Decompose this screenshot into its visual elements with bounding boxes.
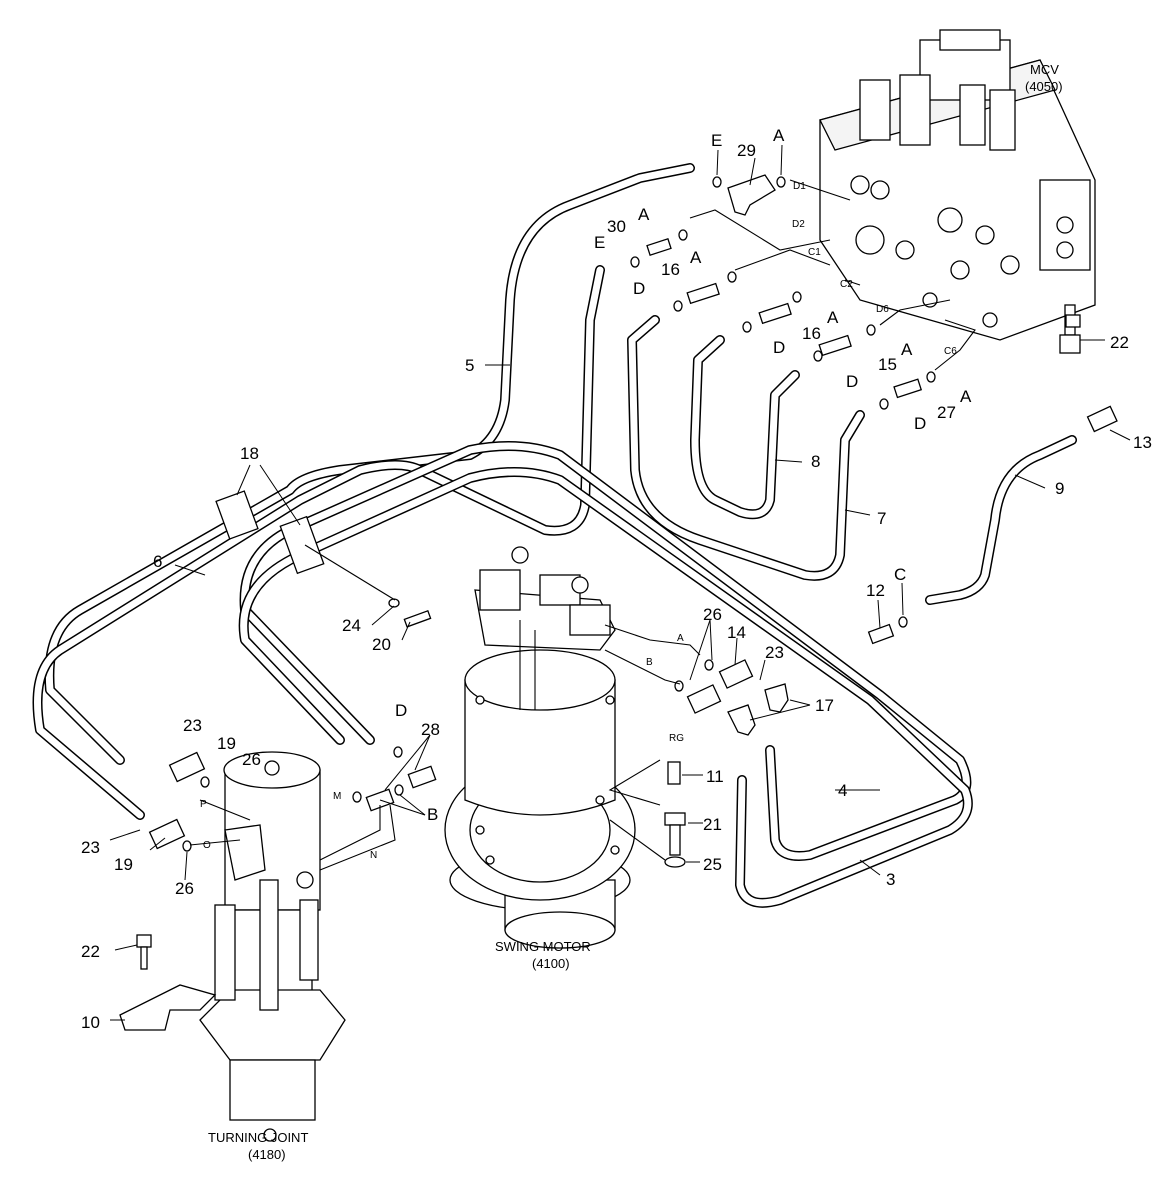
callout-12: 12 <box>866 581 885 600</box>
callout-26-lower: 26 <box>175 879 194 898</box>
callout-9: 9 <box>1055 479 1064 498</box>
letter-d-5: D <box>395 701 407 720</box>
hoses <box>32 163 1077 908</box>
letter-d-1: D <box>633 279 645 298</box>
letter-d-4: D <box>914 414 926 433</box>
callout-18: 18 <box>240 444 259 463</box>
letter-a-mid4: A <box>901 340 913 359</box>
callout-30: 30 <box>607 217 626 236</box>
callout-13: 13 <box>1133 433 1152 452</box>
port-n: N <box>370 850 377 861</box>
callout-28: 28 <box>421 720 440 739</box>
swing-motor-code: (4100) <box>532 956 570 971</box>
port-d1: D1 <box>793 181 806 192</box>
callout-23-upper: 23 <box>183 716 202 735</box>
letter-d-2: D <box>773 338 785 357</box>
mcv-label: MCV <box>1030 62 1059 77</box>
letter-b: B <box>427 805 438 824</box>
callout-15: 15 <box>878 355 897 374</box>
callout-3: 3 <box>886 870 895 889</box>
mcv-valve-block <box>819 29 1096 354</box>
letter-a-top: A <box>773 126 785 145</box>
swing-motor <box>444 546 636 949</box>
port-b-motor: B <box>646 657 653 668</box>
letter-a-mid5: A <box>960 387 972 406</box>
callout-25: 25 <box>703 855 722 874</box>
port-a-motor: A <box>677 633 684 644</box>
swing-motor-label: SWING MOTOR <box>495 939 591 954</box>
port-o: O <box>203 840 211 851</box>
hose-9 <box>925 435 1077 605</box>
mcv-code: (4050) <box>1025 79 1063 94</box>
port-c2: C2 <box>840 279 853 290</box>
callout-10: 10 <box>81 1013 100 1032</box>
fittings <box>119 174 1118 1031</box>
callout-22-mcv: 22 <box>1110 333 1129 352</box>
letter-a-mid2: A <box>690 248 702 267</box>
callout-16-upper: 16 <box>661 260 680 279</box>
port-d6: D6 <box>876 304 889 315</box>
leader-lines <box>109 144 1131 1021</box>
callout-29: 29 <box>737 141 756 160</box>
port-labels: D1 D2 C1 C2 D6 C6 A B RG M N P O <box>200 181 957 861</box>
callout-6: 6 <box>153 552 162 571</box>
letter-c: C <box>894 565 906 584</box>
callout-19-upper: 19 <box>217 734 236 753</box>
callout-17: 17 <box>815 696 834 715</box>
callout-20: 20 <box>372 635 391 654</box>
callout-8: 8 <box>811 452 820 471</box>
callout-23-motor: 23 <box>765 643 784 662</box>
turning-joint-label: TURNING JOINT <box>208 1130 308 1145</box>
port-m: M <box>333 791 341 802</box>
part-callouts: 29 30 16 16 15 27 22 13 5 8 9 7 18 6 24 … <box>81 141 1152 1032</box>
letter-e-mid: E <box>594 233 605 252</box>
port-p: P <box>200 799 207 810</box>
callout-26-motor: 26 <box>703 605 722 624</box>
callout-19-lower: 19 <box>114 855 133 874</box>
callout-26-upper: 26 <box>242 750 261 769</box>
turning-joint-code: (4180) <box>248 1147 286 1162</box>
letter-a-mid1: A <box>638 205 650 224</box>
callout-24: 24 <box>342 616 361 635</box>
callout-4: 4 <box>838 781 847 800</box>
port-rg: RG <box>669 733 684 744</box>
callout-11: 11 <box>706 767 724 786</box>
callout-16-lower: 16 <box>802 324 821 343</box>
callout-14: 14 <box>727 623 746 642</box>
turning-joint <box>199 751 346 1142</box>
port-lines <box>189 179 976 871</box>
letter-d-3: D <box>846 372 858 391</box>
connection-letters: E A A E A D A D A D A D C D B <box>395 126 972 824</box>
port-c1: C1 <box>808 247 821 258</box>
component-labels: MCV (4050) SWING MOTOR (4100) TURNING JO… <box>208 62 1063 1162</box>
letter-a-mid3: A <box>827 308 839 327</box>
callout-7: 7 <box>877 509 886 528</box>
callout-27: 27 <box>937 403 956 422</box>
callout-23-lower: 23 <box>81 838 100 857</box>
port-c6: C6 <box>944 346 957 357</box>
letter-e-top: E <box>711 131 722 150</box>
callout-22-joint: 22 <box>81 942 100 961</box>
callout-21: 21 <box>703 815 722 834</box>
port-d2: D2 <box>792 219 805 230</box>
hose-8 <box>690 335 800 520</box>
callout-5: 5 <box>465 356 474 375</box>
